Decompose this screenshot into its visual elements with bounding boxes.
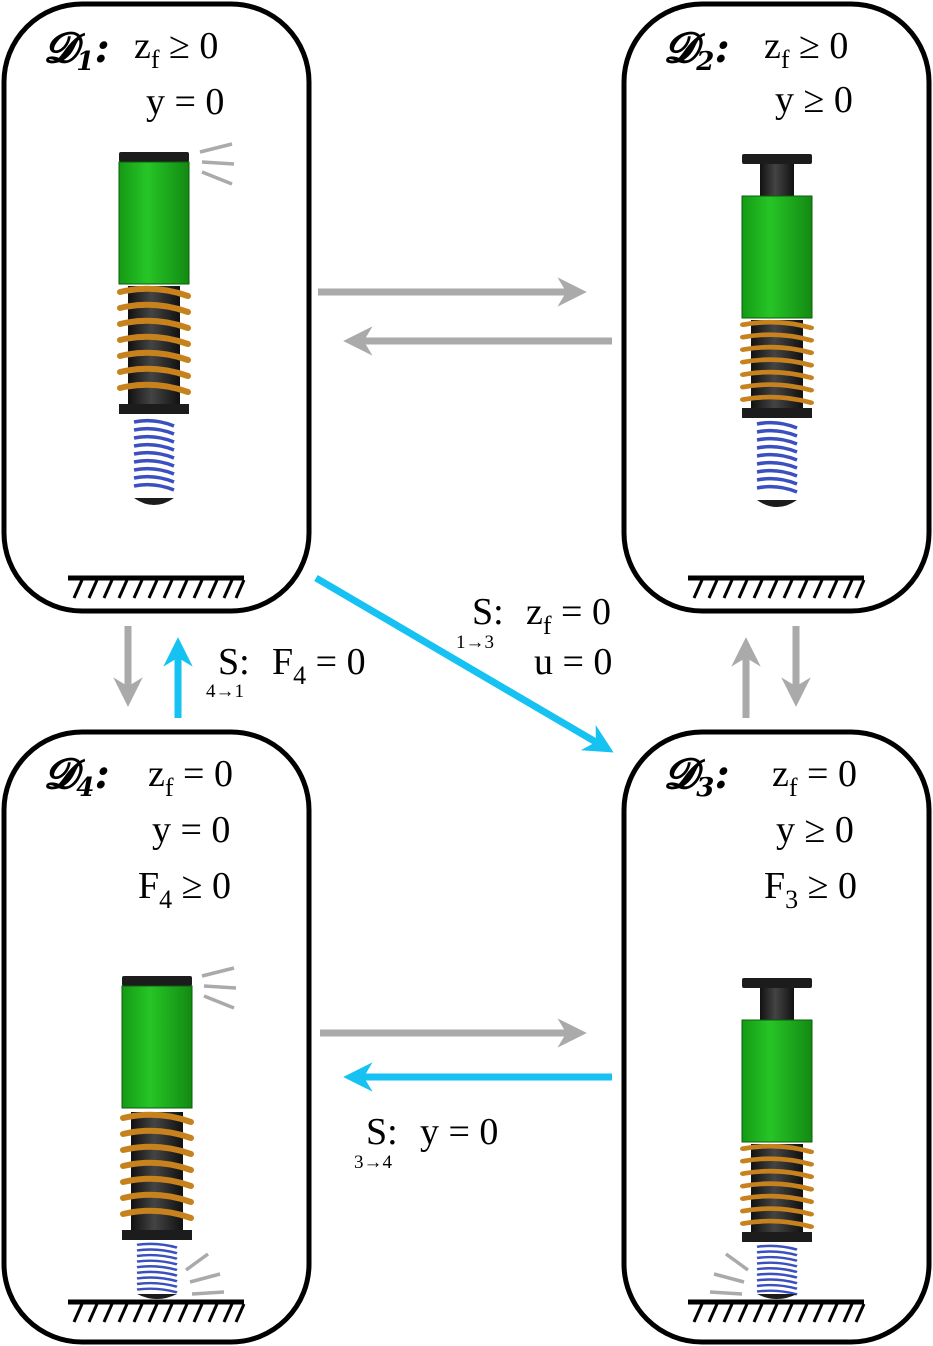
- arrow-d1-to-d3: [314, 574, 614, 753]
- svg-text:3→4: 3→4: [354, 1152, 393, 1173]
- transition-label-s34: S: 3→4 y = 0: [354, 1111, 498, 1173]
- d4-condition-3: F4 ≥ 0: [138, 865, 231, 914]
- d2-condition-1: zf ≥ 0: [764, 25, 848, 74]
- svg-text:F4 = 0: F4 = 0: [272, 641, 366, 690]
- svg-text:u = 0: u = 0: [534, 641, 612, 683]
- actuator-illustration-d4: [68, 966, 244, 1322]
- d3-condition-2: y ≥ 0: [776, 809, 854, 851]
- d3-condition-1: zf = 0: [772, 753, 857, 802]
- d4-condition-1: zf = 0: [148, 753, 233, 802]
- d2-condition-2: y ≥ 0: [775, 79, 853, 121]
- actuator-illustration-d2: [688, 154, 864, 598]
- svg-text:S:: S:: [472, 591, 504, 633]
- svg-text:S:: S:: [366, 1111, 398, 1153]
- actuator-illustration-d3: [688, 978, 864, 1322]
- svg-text:zf = 0: zf = 0: [526, 591, 611, 640]
- d1-condition-1: zf ≥ 0: [134, 25, 218, 74]
- d1-condition-2: y = 0: [146, 81, 224, 123]
- impact-lines-icon: [199, 142, 235, 186]
- actuator-illustration-d1: [68, 142, 244, 598]
- mode-label-d1: 𝓓1:: [44, 23, 110, 77]
- transition-label-s13: S: 1→3 zf = 0 u = 0: [456, 591, 612, 683]
- d4-condition-2: y = 0: [152, 809, 230, 851]
- svg-text:y = 0: y = 0: [420, 1111, 498, 1153]
- svg-text:S:: S:: [218, 641, 250, 683]
- impact-lines-icon: [184, 966, 237, 1296]
- transition-label-s41: S: 4→1 F4 = 0: [206, 641, 366, 702]
- svg-text:4→1: 4→1: [206, 681, 244, 702]
- d3-condition-3: F3 ≥ 0: [764, 865, 857, 914]
- impact-lines-icon: [709, 1252, 750, 1296]
- svg-text:1→3: 1→3: [456, 632, 494, 653]
